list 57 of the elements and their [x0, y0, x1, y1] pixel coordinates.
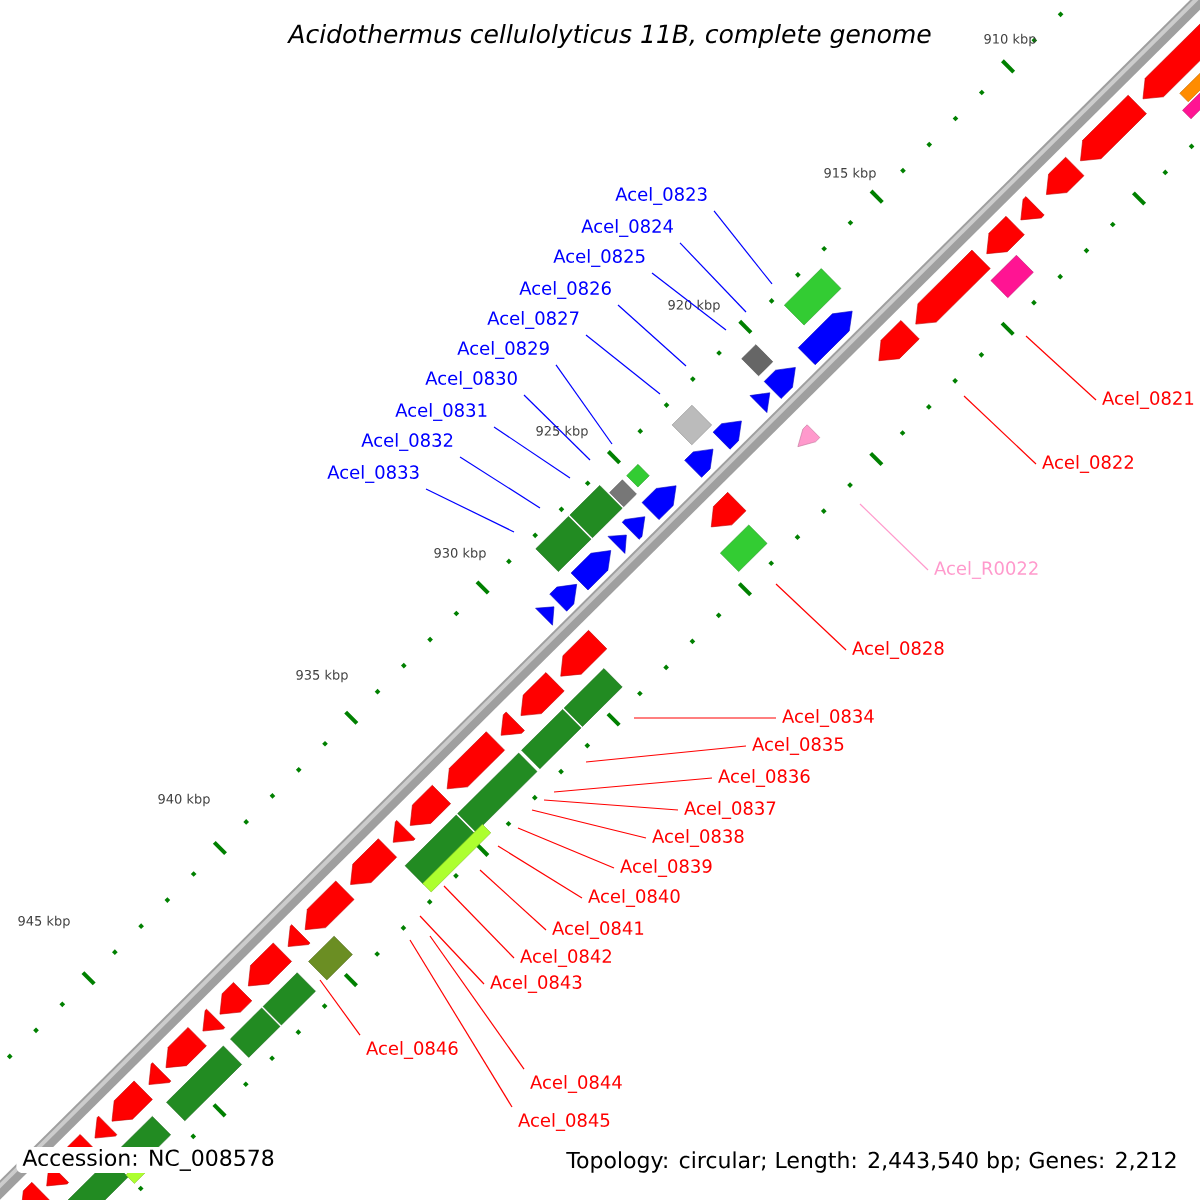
leader-line — [651, 272, 727, 331]
gene-label: Acel_0828 — [852, 641, 944, 659]
gene-label: Acel_0841 — [552, 921, 644, 939]
leader-line — [517, 827, 615, 869]
leader-line — [443, 885, 515, 959]
leader-line — [617, 304, 687, 367]
gene-label: Acel_0830 — [425, 371, 517, 389]
gene-label: Acel_0845 — [518, 1113, 610, 1131]
gene-label: Acel_0840 — [588, 889, 680, 907]
leader-line — [493, 426, 571, 479]
gene-label: Acel_0837 — [684, 801, 776, 819]
leader-line — [543, 799, 679, 811]
leader-line — [419, 915, 485, 985]
gene-label: Acel_0827 — [487, 311, 579, 329]
leader-line — [553, 777, 713, 793]
leader-line — [459, 456, 541, 509]
leader-line — [409, 939, 513, 1108]
leader-line — [531, 809, 647, 839]
gene-label: Acel_0822 — [1042, 455, 1133, 473]
leader-line — [859, 503, 929, 571]
leader-line — [963, 395, 1037, 465]
title: Acidothermus cellulolyticus 11B, complete genome — [287, 23, 931, 49]
leader-line — [775, 583, 847, 651]
gene-label: Acel_0824 — [581, 219, 673, 237]
gene-label: Acel_0843 — [490, 975, 582, 993]
leader-line — [555, 364, 613, 445]
leader-line — [1025, 335, 1097, 401]
gene-label: Acel_R0022 — [934, 561, 1038, 579]
gene-label: Acel_0823 — [615, 187, 707, 205]
gene-label: Acel_0825 — [553, 249, 645, 267]
gene-label: Acel_0832 — [361, 433, 453, 451]
gene-label: Acel_0839 — [620, 859, 712, 877]
gene-label: Acel_0831 — [395, 403, 487, 421]
gene-label: Acel_0835 — [752, 737, 844, 755]
leader-line — [497, 845, 583, 899]
gene-label: Acel_0844 — [530, 1075, 622, 1093]
gene-label: Acel_0842 — [520, 949, 611, 967]
gene-label: Acel_0833 — [327, 465, 419, 483]
footer-text: Topology: circular; Length: 2,443,540 bp; Genes: 2,212 — [560, 1149, 1184, 1175]
gene-label: Acel_0821 — [1102, 391, 1194, 409]
leader-line — [479, 869, 547, 931]
leader-line — [585, 334, 661, 395]
gene-label: Acel_0846 — [366, 1041, 458, 1059]
gene-label: Acel_0834 — [782, 709, 874, 727]
leader-line — [679, 242, 747, 313]
footer-text: Accession: NC_008578 — [16, 1147, 281, 1173]
leader-line — [429, 935, 525, 1070]
gene-label: Acel_0829 — [457, 341, 549, 359]
leader-line — [633, 717, 777, 719]
leader-line — [713, 210, 773, 285]
leader-line — [319, 979, 361, 1036]
leader-line — [585, 745, 747, 763]
gene-label: Acel_0826 — [519, 281, 611, 299]
leader-line — [425, 488, 515, 533]
gene-label: Acel_0836 — [718, 769, 810, 787]
gene-label: Acel_0838 — [652, 829, 744, 847]
leader-line — [523, 394, 591, 461]
